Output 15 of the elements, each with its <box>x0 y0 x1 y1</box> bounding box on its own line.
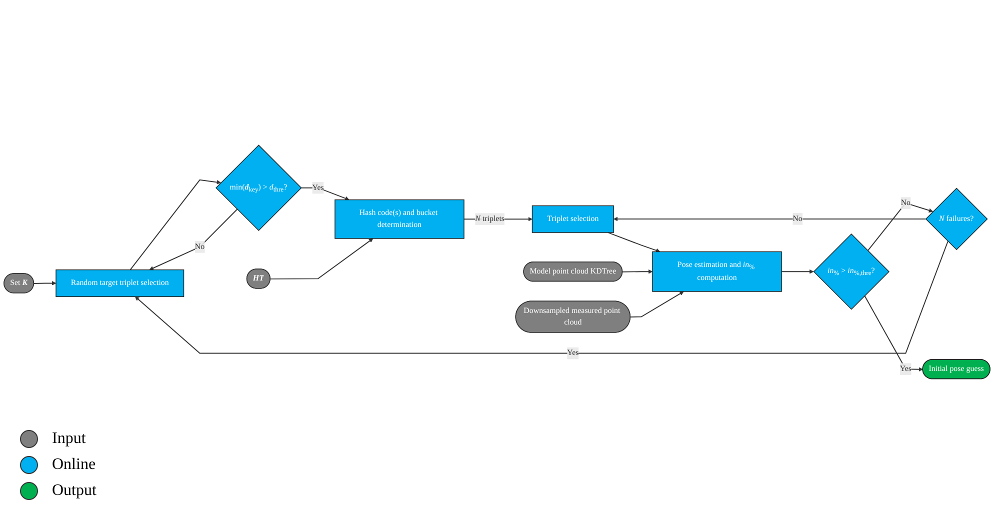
legend-label: Output <box>52 482 96 500</box>
arrow <box>613 216 926 222</box>
arrow <box>867 202 934 252</box>
legend-label: Input <box>52 430 86 448</box>
legend-label: Online <box>52 456 96 474</box>
arrow <box>781 269 814 274</box>
arrow <box>608 232 660 252</box>
arrow <box>630 291 684 318</box>
arrow <box>130 179 222 270</box>
arrow <box>134 240 948 354</box>
arrow <box>33 281 56 286</box>
arrow <box>149 208 238 270</box>
arrow <box>270 238 374 280</box>
arrow <box>864 295 924 372</box>
arrow <box>622 269 653 274</box>
